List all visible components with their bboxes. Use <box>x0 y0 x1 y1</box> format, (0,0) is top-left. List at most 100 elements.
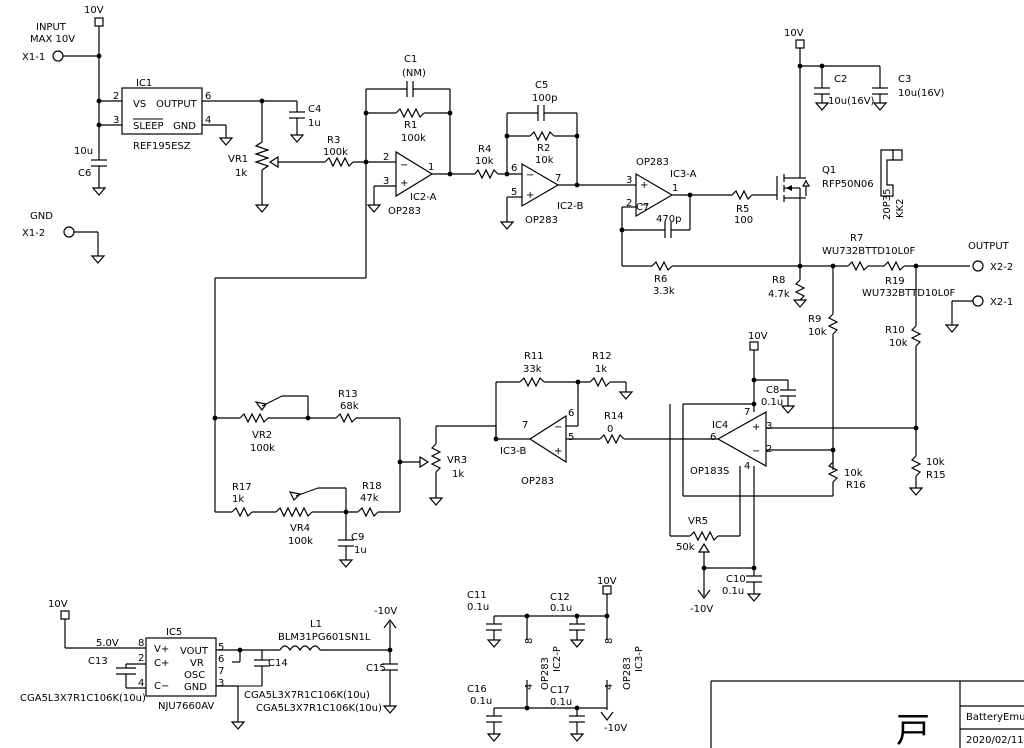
ic1-pin-gnd: GND <box>173 121 196 132</box>
kk2-part: 20P35 <box>882 189 893 220</box>
r9-value: 10k <box>808 327 827 338</box>
svg-text:8: 8 <box>604 638 615 644</box>
ic1-pin-sleep: SLEEP <box>133 121 164 132</box>
input-label: INPUT <box>36 22 67 33</box>
r3-value: 100k <box>323 147 348 158</box>
r1-value: 100k <box>401 133 426 144</box>
x1-1-terminal[interactable] <box>52 50 64 62</box>
svg-text:+: + <box>554 446 562 457</box>
c1-value: (NM) <box>402 68 426 79</box>
ic3a-opamp <box>635 172 674 218</box>
svg-text:VOUT: VOUT <box>180 646 209 657</box>
r13-name: R13 <box>338 389 358 400</box>
ic3b-name: IC3-B <box>500 446 527 457</box>
c16-value: 0.1u <box>470 696 492 707</box>
x2-2-label: X2-2 <box>990 262 1013 273</box>
power-port-10v-ic1 <box>94 17 104 27</box>
ic1-pin-output: OUTPUT <box>156 99 198 110</box>
c14-name: C14 <box>268 658 288 669</box>
svg-text:2: 2 <box>626 198 632 209</box>
r12-value: 1k <box>595 364 607 375</box>
svg-text:5: 5 <box>511 187 517 198</box>
svg-text:7: 7 <box>744 407 750 418</box>
r1-name: R1 <box>404 120 417 131</box>
svg-text:1: 1 <box>428 162 434 173</box>
x1-2-terminal[interactable] <box>63 226 75 238</box>
svg-text:2: 2 <box>138 653 144 664</box>
c5-value: 100p <box>532 93 557 104</box>
q1-name: Q1 <box>822 165 836 176</box>
r16-value: 10k <box>844 468 863 479</box>
r2-value: 10k <box>535 155 554 166</box>
c3-value: 10u(16V) <box>898 88 945 99</box>
r17-name: R17 <box>232 482 252 493</box>
r14-name: R14 <box>604 411 624 422</box>
r7-name: R7 <box>850 233 863 244</box>
vr1-value: 1k <box>235 168 247 179</box>
ic1-name: IC1 <box>136 78 152 89</box>
output-label: OUTPUT <box>968 241 1010 252</box>
svg-text:3: 3 <box>383 176 389 187</box>
r18-value: 47k <box>360 493 379 504</box>
c14-value-1: CGA5L3X7R1C106K(10u) <box>244 690 370 701</box>
ic1-pin-vs: VS <box>133 99 146 110</box>
ic2a-opamp <box>395 150 434 198</box>
c9-name: C9 <box>351 532 364 543</box>
ic2a-stage: − + 2 3 1 IC2-A OP283 C1 (NM) R1 100k <box>363 54 475 217</box>
r11-name: R11 <box>524 351 544 362</box>
power-port-10v-ic5 <box>60 610 70 620</box>
r19-value: WU732BTTD10L0F <box>862 288 956 299</box>
c15-name: C15 <box>366 663 386 674</box>
r10-name: R10 <box>885 325 905 336</box>
c7-value: 470p <box>656 214 681 225</box>
ic4-stage: 10V C8 0.1u + − 7 3 2 6 4 IC4 OP183S 10k… <box>630 331 916 615</box>
title-block-logo: 戸 <box>896 711 930 748</box>
neg10-label-ic5: -10V <box>374 606 397 617</box>
r5-value: 100 <box>734 215 753 226</box>
svg-text:VR: VR <box>190 658 204 669</box>
title-block: 戸 BatteryEmu 2020/02/11 <box>710 680 1024 748</box>
ic2p-name: IC2-P <box>552 646 563 672</box>
r6-name: R6 <box>654 274 667 285</box>
svg-text:6: 6 <box>218 654 224 665</box>
c12-name: C12 <box>550 592 570 603</box>
svg-text:−: − <box>400 160 408 171</box>
r8-value: 4.7k <box>768 289 790 300</box>
vr2-value: 100k <box>250 443 275 454</box>
ic2b-stage: R4 10k − + 6 5 7 IC2-B OP283 C5 100p R2 … <box>474 80 630 230</box>
ic2p-part: OP283 <box>540 657 551 690</box>
project-name: BatteryEmu <box>966 712 1024 723</box>
svg-text:4: 4 <box>205 115 211 126</box>
svg-text:−: − <box>640 200 648 211</box>
r5-name: R5 <box>736 204 749 215</box>
opamp-power: 10V C11 0.1u C12 0.1u 8 4 OP283 IC2-P 8 … <box>467 576 645 742</box>
r15-name: R15 <box>926 470 946 481</box>
svg-text:6: 6 <box>205 91 211 102</box>
r10-value: 10k <box>889 338 908 349</box>
ic3a-stage: + − 3 2 1 OP283 IC3-A C7 470p R5 100 <box>619 66 906 266</box>
l1-part: BLM31PG601SN1L <box>278 632 371 643</box>
ic2a-name: IC2-A <box>410 192 437 203</box>
x2-2-terminal[interactable] <box>972 260 984 272</box>
c12-value: 0.1u <box>550 603 572 614</box>
heatsink-kk2 <box>880 149 894 197</box>
ic5-part: NJU7660AV <box>158 701 214 712</box>
r2-name: R2 <box>537 143 550 154</box>
c17-name: C17 <box>550 685 570 696</box>
vr5-name: VR5 <box>688 516 708 527</box>
c8-name: C8 <box>766 385 779 396</box>
c14-value-2: CGA5L3X7R1C106K(10u) <box>256 703 382 714</box>
ic2b-part: OP283 <box>525 215 558 226</box>
vr3-value: 1k <box>452 469 464 480</box>
c2-value: 10u(16V) <box>828 96 875 107</box>
v10-label-ic5: 10V <box>48 599 68 610</box>
svg-text:OSC: OSC <box>184 670 205 681</box>
c8-value: 0.1u <box>761 397 783 408</box>
svg-text:3: 3 <box>626 175 632 186</box>
five-v-label: 5.0V <box>96 638 119 649</box>
svg-text:C−: C− <box>154 681 169 692</box>
x2-1-terminal[interactable] <box>972 295 984 307</box>
output-section: R6 3.3k R8 4.7k R7 WU732BTTD10L0F R19 WU… <box>622 233 1013 496</box>
r18-name: R18 <box>362 481 382 492</box>
ic3p-name: IC3-P <box>634 646 645 672</box>
